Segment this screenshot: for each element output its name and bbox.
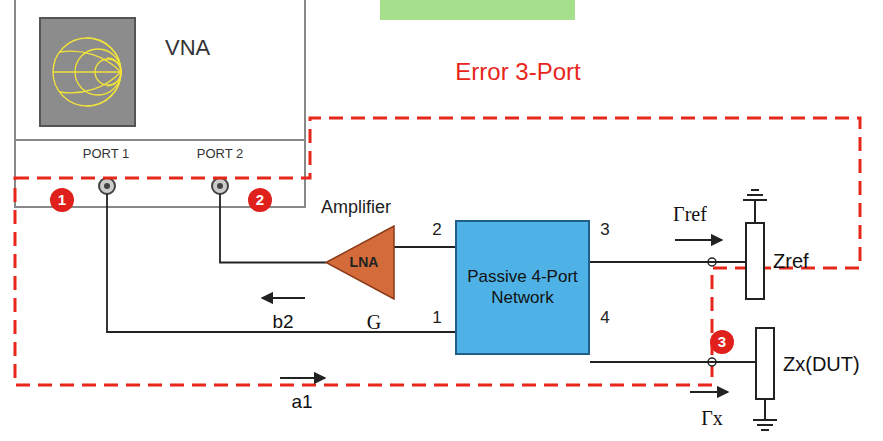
reflection-label: Γref: [673, 203, 707, 225]
gamma-arrow: [690, 391, 728, 393]
vna-box: VNA: [15, 0, 305, 207]
port-pin: [104, 183, 110, 189]
wire: [590, 361, 755, 363]
port-number: 4: [600, 309, 609, 328]
wave-label: b2: [272, 312, 293, 333]
ground-symbol: [743, 190, 767, 222]
callout-circle: [248, 188, 272, 212]
green-banner: [380, 0, 575, 20]
node-text: Zx(DUT): [783, 352, 860, 376]
amplifier-shape: [326, 226, 394, 299]
wire: [107, 194, 455, 332]
callout-number: 1: [58, 192, 66, 209]
wave-arrow: [280, 377, 325, 379]
gamma-arrow: [675, 239, 722, 241]
node-text: Zref: [773, 249, 809, 273]
reflection-label: Γx: [701, 407, 723, 429]
part-name: Amplifier: [321, 198, 391, 218]
error-boundary: [15, 118, 860, 385]
port-number: 1: [432, 309, 441, 328]
port-name: PORT 1: [83, 147, 129, 161]
callout-number: 3: [718, 334, 726, 351]
wire: [590, 261, 745, 263]
port-number: 2: [432, 221, 441, 240]
callout-number: 2: [256, 192, 264, 209]
resistor-symbol: Zref: [745, 222, 765, 300]
wire: [220, 194, 326, 263]
node-text: LNA: [350, 254, 379, 271]
ground-symbol: [753, 400, 777, 430]
vna-panel-line: [15, 139, 305, 141]
gain-label: G: [367, 311, 381, 333]
region-title: Error 3-Port: [455, 59, 580, 85]
port-pin: [217, 183, 223, 189]
vna-body: [15, 0, 305, 207]
callout-circle: [50, 188, 74, 212]
wave-arrow: [262, 297, 305, 299]
callout-circle: [710, 330, 734, 354]
port-name: PORT 2: [197, 147, 243, 161]
wave-label: a1: [291, 392, 312, 413]
amplifier-triangle: LNA: [325, 225, 395, 300]
port-number: 3: [600, 221, 609, 240]
node-text: VNA: [165, 35, 210, 61]
smith-chart: [53, 38, 121, 106]
wire: [394, 246, 455, 248]
port-connector: [212, 178, 228, 194]
port-connector: [99, 178, 115, 194]
resistor-symbol: Zx(DUT): [755, 327, 775, 400]
node-text: Passive 4-Port Network: [463, 267, 582, 308]
vna-screen: [40, 18, 135, 126]
network-box: Passive 4-Port Network: [455, 220, 590, 355]
